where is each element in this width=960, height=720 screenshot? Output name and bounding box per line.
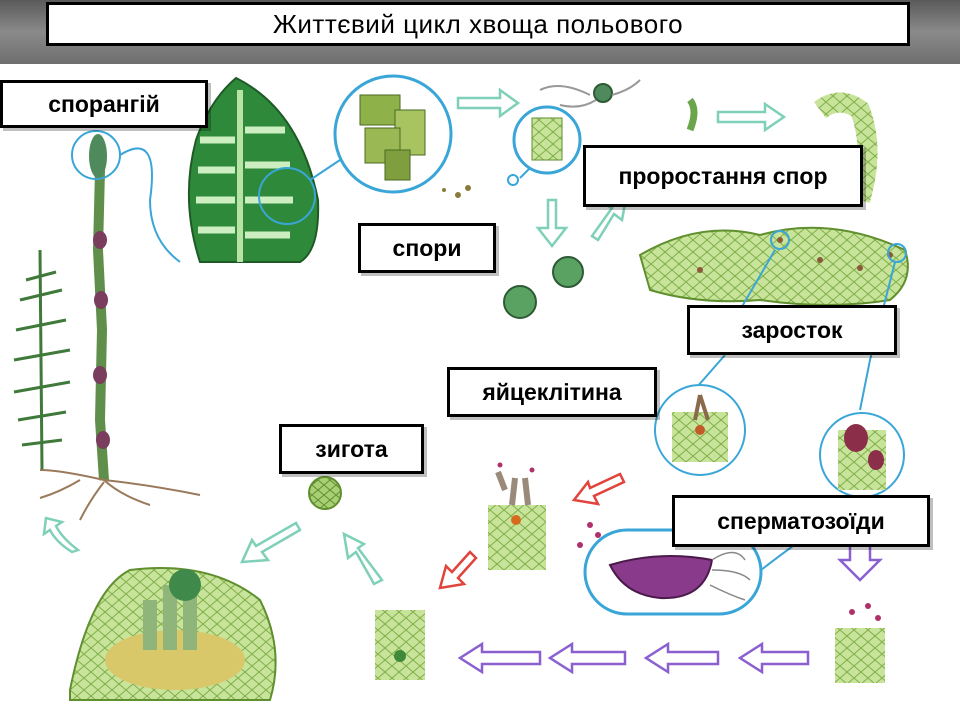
- fertilization-stage: [488, 505, 546, 570]
- spore: [503, 285, 537, 319]
- spore-with-elaters: [593, 83, 613, 103]
- horsetail-plant: [13, 134, 201, 521]
- page-title: Життєвий цикл хвоща польового: [46, 2, 910, 46]
- prothallus: [638, 226, 909, 306]
- antheridium-open: [835, 628, 885, 683]
- cycle-arrows-teal: [42, 87, 787, 586]
- label-spore-germination: проростання спор: [583, 145, 863, 207]
- young-sporophyte: [69, 567, 277, 701]
- spore: [552, 256, 584, 288]
- zygote-cell: [308, 476, 342, 510]
- label-spermatozoids: сперматозоїди: [672, 495, 930, 547]
- cycle-arrows-red: [438, 472, 626, 590]
- label-egg-cell: яйцеклітина: [447, 367, 657, 417]
- label-spores: спори: [358, 223, 496, 273]
- embryo-stage: [375, 610, 425, 680]
- strobilus-section: [187, 76, 320, 263]
- label-sporangium: спорангій: [0, 80, 208, 128]
- cycle-arrows-purple: [457, 543, 884, 675]
- sporangium-detail: [359, 94, 426, 181]
- label-prothallus: заросток: [687, 305, 897, 355]
- label-zygote: зигота: [279, 424, 424, 474]
